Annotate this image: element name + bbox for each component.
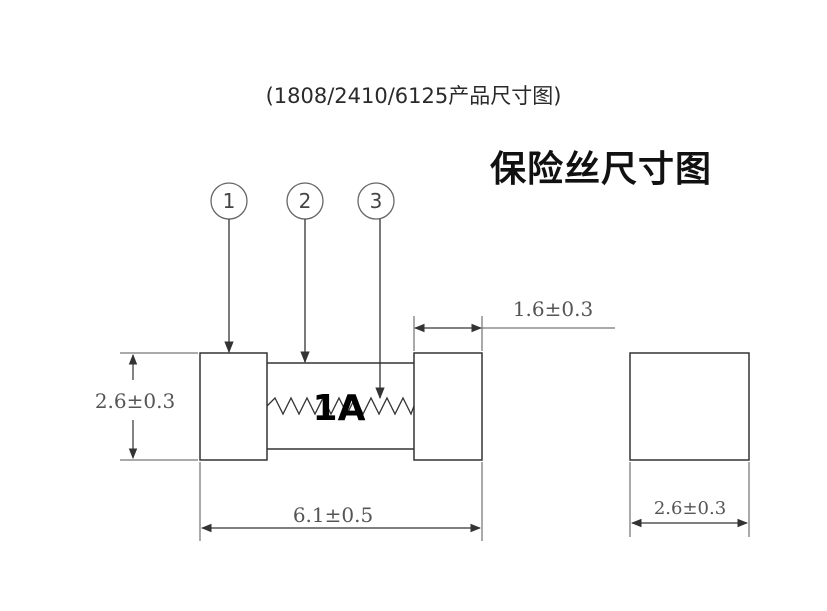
- fuse-rating: 1A: [313, 388, 366, 429]
- callout-2-label: 2: [299, 189, 312, 213]
- right-end-cap: [413, 352, 483, 461]
- end-view-square: [629, 352, 750, 461]
- fuse-wire: [266, 396, 415, 416]
- cap-length-dimension: 1.6±0.3: [513, 297, 593, 321]
- callout-2: 2: [286, 182, 324, 220]
- height-dimension: 2.6±0.3: [95, 389, 175, 413]
- callout-3-label: 3: [370, 189, 383, 213]
- callout-3: 3: [357, 182, 395, 220]
- total-length-dimension: 6.1±0.5: [293, 503, 373, 527]
- callout-1: 1: [210, 182, 248, 220]
- diagram-title: 保险丝尺寸图: [490, 149, 713, 190]
- end-width-dimension: 2.6±0.3: [654, 498, 726, 519]
- diagram-subtitle: (1808/2410/6125产品尺寸图): [265, 84, 562, 108]
- callout-1-label: 1: [223, 189, 236, 213]
- left-end-cap: [199, 352, 268, 461]
